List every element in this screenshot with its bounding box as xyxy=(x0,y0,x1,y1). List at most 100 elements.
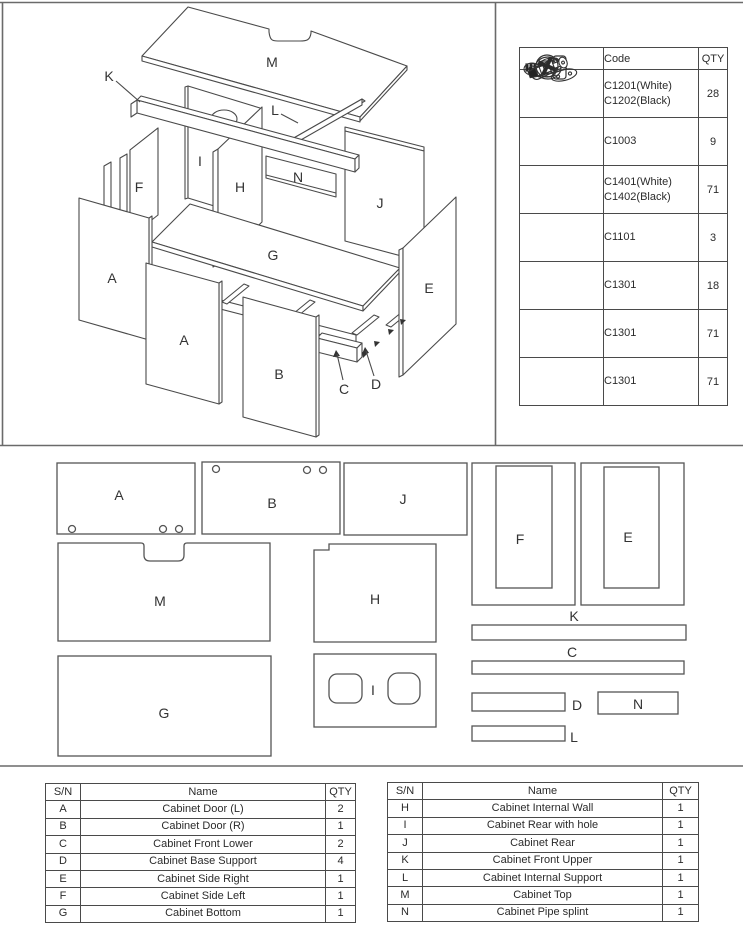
edge xyxy=(141,55,361,123)
sn-cell: G xyxy=(45,904,81,924)
part-n-pipe-splint xyxy=(265,155,337,198)
sn-cell: J xyxy=(387,834,423,853)
code-line: C1402(Black) xyxy=(604,190,671,203)
arrow-mark xyxy=(362,347,369,354)
hardware-code-cell: C1301 xyxy=(603,309,699,358)
qty-header: QTY xyxy=(662,781,699,801)
parts-table-left: S/N Name QTY A Cabinet Door (L) 2 B Cabi… xyxy=(45,782,356,924)
section-dividers xyxy=(0,1,743,767)
qty-cell: 1 xyxy=(662,816,699,836)
layout-label-d: D xyxy=(572,697,582,713)
qty-cell: 1 xyxy=(325,887,356,906)
hardware-qty-cell: 28 xyxy=(698,69,728,118)
sn-cell: M xyxy=(387,886,423,905)
table-row: B Cabinet Door (R) 1 xyxy=(45,817,356,837)
hardware-code-cell: C1201(White) C1202(Black) xyxy=(603,69,699,118)
part-label-d: D xyxy=(371,376,381,392)
sn-cell: H xyxy=(387,799,423,818)
sn-cell: L xyxy=(387,868,423,888)
table-row: A Cabinet Door (L) 2 xyxy=(45,800,356,819)
code-line: C1202(Black) xyxy=(604,94,671,107)
support-block xyxy=(221,283,250,305)
code-line: C1003 xyxy=(604,135,637,147)
sn-cell: E xyxy=(45,869,81,889)
part-a-door-left-1 xyxy=(78,197,153,341)
table-row: H Cabinet Internal Wall 1 xyxy=(387,799,699,818)
face xyxy=(145,262,220,405)
qty-cell: 2 xyxy=(325,800,356,819)
table-row: L Cabinet Internal Support 1 xyxy=(387,868,699,888)
hardware-qty-cell: 3 xyxy=(698,213,728,262)
part-label-f: F xyxy=(135,179,144,195)
hardware-code-cell: C1401(White) C1402(Black) xyxy=(603,165,699,214)
edge xyxy=(265,174,337,194)
hardware-header-code: Code xyxy=(603,47,699,70)
hardware-icon-cell xyxy=(519,57,604,166)
layout-label-l: L xyxy=(570,729,578,745)
name-cell: Cabinet Base Support xyxy=(80,852,326,871)
hardware-row: C1301 71 xyxy=(519,56,728,358)
part-m-top-panel xyxy=(141,6,408,123)
hardware-qty-cell: 18 xyxy=(698,261,728,310)
hardware-header-qty: QTY xyxy=(698,47,728,70)
table-row: N Cabinet Pipe splint 1 xyxy=(387,903,699,923)
sn-cell: I xyxy=(387,816,423,836)
arrow-mark xyxy=(400,319,406,325)
part-label-n: N xyxy=(293,169,303,185)
name-cell: Cabinet Rear with hole xyxy=(422,816,663,836)
hinge-hole xyxy=(302,465,312,475)
pipe-cutout xyxy=(328,673,363,704)
edge xyxy=(359,65,408,122)
hardware-code-cell: C1301 xyxy=(603,261,699,310)
qty-cell: 1 xyxy=(662,868,699,888)
sn-cell: N xyxy=(387,903,423,923)
hardware-code-cell: C1101 xyxy=(603,213,699,262)
sn-cell: D xyxy=(45,852,81,871)
hardware-qty-cell: 71 xyxy=(698,357,728,406)
leader-l xyxy=(280,113,299,124)
end-cap xyxy=(354,154,360,173)
name-cell: Cabinet Internal Wall xyxy=(422,799,663,818)
hardware-row: C1101 3 xyxy=(519,57,728,262)
part-e-side-right xyxy=(398,196,457,378)
part-label-i: I xyxy=(198,153,202,169)
name-cell: Cabinet Front Upper xyxy=(422,851,663,870)
part-label-h: H xyxy=(235,179,245,195)
table-row: I Cabinet Rear with hole 1 xyxy=(387,816,699,836)
hardware-icon-cell xyxy=(519,55,604,214)
table-row: E Cabinet Side Right 1 xyxy=(45,869,356,889)
hardware-row: C1003 9 xyxy=(519,57,728,166)
qty-cell: 4 xyxy=(325,852,356,871)
panel-f-outline xyxy=(471,462,576,606)
sn-header: S/N xyxy=(45,782,81,802)
qty-cell: 1 xyxy=(662,834,699,853)
panel-a-outline xyxy=(56,462,196,535)
panel-g-outline xyxy=(57,655,272,757)
end-cap xyxy=(356,342,363,363)
hinge-hole xyxy=(67,524,77,534)
qty-cell: 1 xyxy=(325,904,356,924)
part-label-k: K xyxy=(104,68,114,84)
code-line: C1301 xyxy=(604,327,637,339)
sn-header: S/N xyxy=(387,781,423,801)
hardware-row: C1401(White) C1402(Black) 71 xyxy=(519,55,728,214)
qty-cell: 1 xyxy=(662,851,699,870)
part-j-rear-panel xyxy=(344,126,425,263)
name-cell: Cabinet Side Left xyxy=(80,887,326,906)
panel-e-outline xyxy=(580,462,685,606)
panel-e-inner xyxy=(603,466,660,589)
code-line: C1101 xyxy=(604,231,636,243)
hardware-icon-cell xyxy=(519,58,604,310)
part-label-m: M xyxy=(266,54,278,70)
part-label-c: C xyxy=(339,381,349,397)
pipe-cutout xyxy=(387,672,421,705)
face xyxy=(242,296,317,438)
panel-c-outline xyxy=(471,660,685,675)
parts-header-row: S/N Name QTY xyxy=(45,782,356,802)
support-arrows xyxy=(333,319,406,358)
sn-cell: B xyxy=(45,817,81,837)
qty-cell: 2 xyxy=(325,835,356,854)
leader-k xyxy=(115,80,141,103)
hinge-hole xyxy=(158,524,168,534)
